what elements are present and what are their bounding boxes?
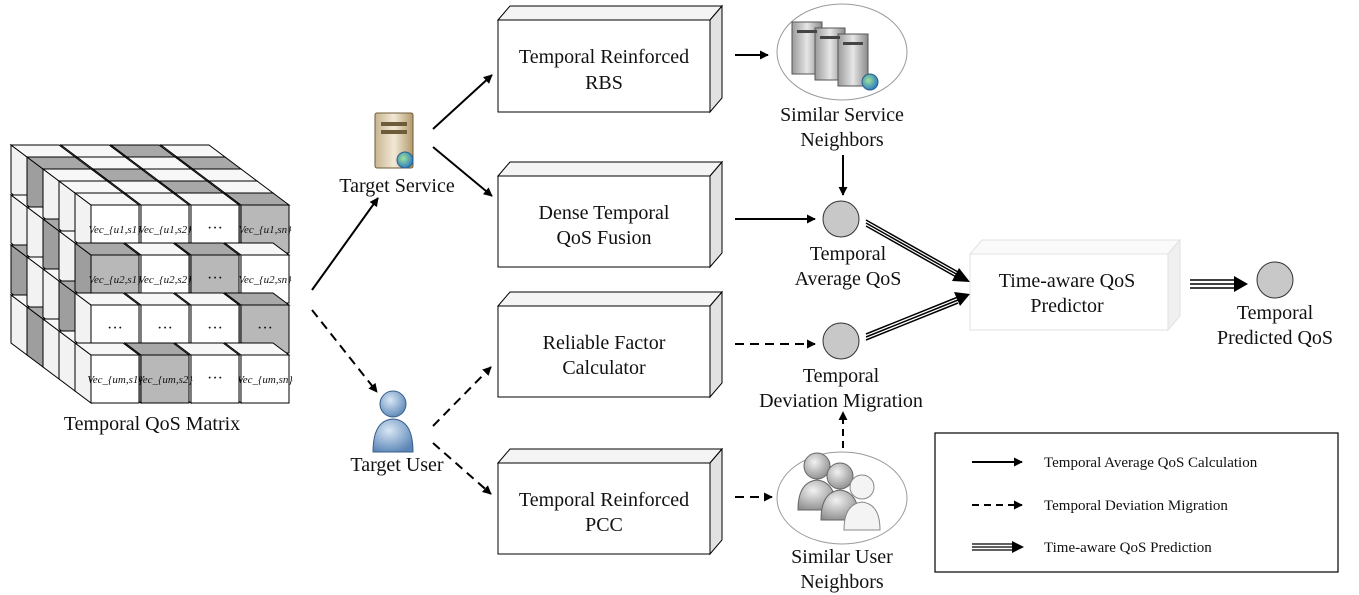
- arrow-service-to-fusion: [432, 146, 493, 197]
- legend-item-dashed: Temporal Deviation Migration: [972, 498, 1228, 514]
- box-rbs-line1: Temporal Reinforced: [519, 46, 689, 68]
- arrow-user-to-reliable: [432, 366, 492, 427]
- service-neighbors-line1: Similar Service: [780, 104, 904, 126]
- user-neighbors-line2: Neighbors: [800, 571, 884, 593]
- predicted-qos-line2: Predicted QoS: [1217, 327, 1333, 349]
- matrix-cell-label: Vec_{u2,sn}: [238, 274, 292, 286]
- matrix-cell-label: ···: [157, 320, 173, 337]
- temporal-qos-matrix: Vec_{u1,sn} ··· Vec_{u1,s2}Vec_{u1,s1} Vec_…: [9, 144, 293, 404]
- matrix-cell-label: Vec_{um,sn}: [237, 374, 293, 386]
- box-pcc-line1: Temporal Reinforced: [519, 489, 689, 511]
- legend-box: [934, 432, 1339, 573]
- legend-label-double: Time-aware QoS Prediction: [1044, 540, 1212, 556]
- dev-migration-line2: Deviation Migration: [759, 390, 923, 412]
- arrow-service-to-rbs: [432, 74, 493, 130]
- similar-user-neighbors-node: [776, 451, 908, 545]
- temporal-predicted-qos-node: [1256, 261, 1294, 299]
- box-reliable-line1: Reliable Factor: [543, 332, 666, 354]
- arrow-avg-to-predictor: [865, 219, 970, 282]
- temporal-deviation-migration-node: [822, 322, 860, 360]
- user-group-icon: [797, 452, 881, 531]
- box-fusion-line2: QoS Fusion: [556, 227, 651, 249]
- matrix-cell-label: Vec_{um,s2}: [137, 374, 193, 386]
- box-temporal-reinforced-rbs: Temporal Reinforced RBS: [496, 4, 724, 114]
- box-time-aware-qos-predictor: Time-aware QoS Predictor: [968, 238, 1182, 332]
- user-neighbors-line1: Similar User: [791, 546, 893, 568]
- arrow-matrix-to-service: [311, 197, 379, 291]
- arrow-predictor-to-predicted: [1190, 276, 1248, 292]
- target-service-label: Target Service: [339, 175, 455, 197]
- legend-double-arrow: [972, 543, 1014, 551]
- temporal-average-qos-node: [822, 200, 860, 238]
- matrix-cell: Vec_{u2,s1}: [73, 242, 142, 304]
- dev-migration-line1: Temporal: [803, 365, 880, 387]
- box-dense-temporal-qos-fusion: Dense Temporal QoS Fusion: [496, 160, 724, 269]
- legend-item-solid: Temporal Average QoS Calculation: [972, 455, 1258, 471]
- matrix-cell-label: Vec_{u2,s2}: [138, 274, 192, 286]
- service-neighbors-line2: Neighbors: [800, 129, 884, 151]
- matrix-label: Temporal QoS Matrix: [64, 413, 240, 435]
- matrix-cell-label: ···: [207, 370, 223, 387]
- matrix-cell: ···: [73, 292, 141, 354]
- box-fusion-line1: Dense Temporal: [539, 202, 670, 224]
- box-reliable-factor-calculator: Reliable Factor Calculator: [496, 290, 724, 399]
- matrix-cell-label: ···: [207, 270, 223, 287]
- box-temporal-reinforced-pcc: Temporal Reinforced PCC: [496, 447, 724, 556]
- legend: Temporal Average QoS Calculation Tempora…: [934, 432, 1339, 573]
- target-user-icon: [372, 390, 414, 453]
- matrix-cell-label: Vec_{um,s1}: [87, 374, 143, 386]
- matrix-cell-label: Vec_{u1,sn}: [238, 224, 292, 236]
- matrix-cell-label: Vec_{u2,s1}: [88, 274, 142, 286]
- matrix-cell-label: Vec_{u1,s2}: [138, 224, 192, 236]
- similar-service-neighbors-node: [776, 3, 908, 101]
- box-rbs-line2: RBS: [585, 72, 623, 94]
- legend-item-double: Time-aware QoS Prediction: [972, 540, 1212, 556]
- arrow-matrix-to-user: [311, 309, 378, 393]
- matrix-cell: Vec_{um,sn}: [223, 342, 293, 404]
- target-user-label: Target User: [350, 454, 444, 476]
- box-pcc-line2: PCC: [585, 514, 623, 536]
- legend-label-solid: Temporal Average QoS Calculation: [1044, 455, 1258, 471]
- matrix-cell-label: ···: [257, 320, 273, 337]
- box-predictor-line2: Predictor: [1030, 295, 1104, 317]
- matrix-cell-label: ···: [207, 320, 223, 337]
- matrix-cell: Vec_{um,s1}: [73, 342, 143, 404]
- matrix-cell-label: ···: [107, 320, 123, 337]
- avg-qos-line2: Average QoS: [795, 268, 902, 290]
- arrow-user-to-pcc: [432, 442, 492, 495]
- avg-qos-line1: Temporal: [810, 243, 887, 265]
- box-predictor-line1: Time-aware QoS: [999, 270, 1135, 292]
- server-cluster-icon: [791, 21, 879, 91]
- legend-label-dashed: Temporal Deviation Migration: [1044, 498, 1228, 514]
- box-reliable-line2: Calculator: [562, 357, 646, 379]
- arrow-dev-to-predictor: [865, 292, 970, 341]
- target-service-icon: [374, 112, 414, 169]
- matrix-cell-label: ···: [207, 220, 223, 237]
- matrix-cell: Vec_{u1,s1}: [73, 192, 142, 254]
- predicted-qos-line1: Temporal: [1237, 302, 1314, 324]
- matrix-cell-label: Vec_{u1,s1}: [88, 224, 142, 236]
